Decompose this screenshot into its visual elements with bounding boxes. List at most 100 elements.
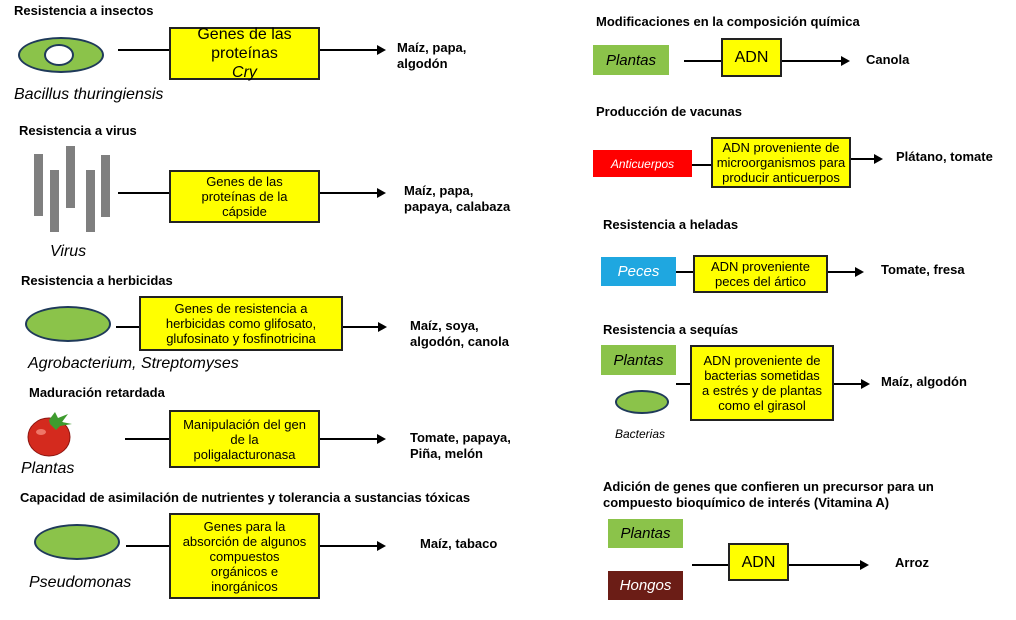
- virus-bar: [66, 146, 75, 208]
- gene-box-herbicide: Genes de resistencia a herbicidas como g…: [139, 296, 343, 351]
- heading-vaccine-production: Producción de vacunas: [596, 104, 742, 119]
- bacterium-ellipse: [615, 390, 669, 414]
- organism-label-pseudomonas: Pseudomonas: [29, 574, 132, 591]
- gene-box-line: cápside: [222, 204, 267, 219]
- gene-box-line: Manipulación del gen: [183, 416, 306, 432]
- gene-box-line: bacterias sometidas: [704, 368, 820, 383]
- bacterium-nucleus: [44, 44, 74, 66]
- gene-box-line: proteínas de la: [201, 189, 288, 204]
- arrow: [320, 434, 386, 444]
- dna-box: ADN: [721, 38, 782, 77]
- gene-box-line: orgánicos e: [210, 563, 279, 579]
- gene-box-line: glufosinato y fosfinotricina: [166, 331, 316, 346]
- result-line: papaya, calabaza: [404, 199, 511, 214]
- heading-frost-resistance: Resistencia a heladas: [603, 217, 739, 232]
- result-ripening: Tomate, papaya, Piña, melón: [410, 430, 511, 462]
- organism-label-bacillus: Bacillus thuringiensis: [14, 86, 164, 103]
- gene-box-line: ADN proveniente: [711, 259, 810, 274]
- result-line: Maíz, tabaco: [420, 536, 498, 551]
- gene-box-line: de la: [230, 431, 259, 447]
- connector-line: [118, 49, 170, 51]
- source-fish: Peces: [601, 257, 676, 286]
- arrow: [789, 560, 869, 570]
- gene-box-line: producir anticuerpos: [722, 170, 840, 185]
- result-insects: Maíz, papa, algodón: [397, 40, 466, 72]
- result-frost: Tomate, fresa: [881, 262, 965, 277]
- result-line: Piña, melón: [410, 446, 483, 461]
- gene-box-line: Genes de resistencia a: [174, 301, 308, 316]
- gene-box-line: Genes de las: [206, 174, 283, 189]
- result-line: Maíz, papa,: [397, 40, 467, 55]
- source-antibodies: Anticuerpos: [593, 150, 692, 177]
- bacterium-ellipse: [34, 524, 120, 560]
- bacterium-ellipse: [25, 306, 111, 342]
- connector-line: [692, 164, 712, 166]
- source-plants: Plantas: [601, 345, 676, 375]
- result-virus: Maíz, papa, papaya, calabaza: [404, 183, 510, 215]
- gene-box-line: peces del ártico: [714, 274, 807, 289]
- heading-chemical-modification: Modificaciones en la composición química: [596, 14, 860, 29]
- organism-label-agrobacterium: Agrobacterium, Streptomyses: [28, 355, 239, 372]
- organism-label-virus: Virus: [50, 243, 87, 260]
- arrow: [320, 188, 386, 198]
- gene-box-cry: Genes de las proteínas Cry: [169, 26, 320, 81]
- heading-delayed-ripening: Maduración retardada: [29, 385, 165, 400]
- gene-box-line: poligalacturonasa: [193, 446, 296, 462]
- heading-vitamin-a: Adición de genes que confieren un precur…: [603, 479, 934, 511]
- arrow: [343, 322, 387, 332]
- gene-box-line: Genes de las proteínas: [197, 26, 292, 62]
- result-drought: Maíz, algodón: [881, 374, 967, 389]
- result-line: algodón: [397, 56, 448, 71]
- arrow: [320, 45, 386, 55]
- virus-bar: [101, 155, 110, 217]
- result-nutrients: Maíz, tabaco: [420, 536, 497, 552]
- arrow: [320, 541, 386, 551]
- result-vitamin: Arroz: [895, 555, 929, 570]
- heading-nutrient-assimilation: Capacidad de asimilación de nutrientes y…: [20, 490, 471, 505]
- connector-line: [126, 545, 170, 547]
- arrow: [834, 379, 870, 389]
- gene-box-italic: Cry: [232, 64, 257, 81]
- gene-box-line: absorción de algunos: [182, 533, 307, 549]
- heading-line: Adición de genes que confieren un precur…: [603, 479, 934, 494]
- gene-box-polygalacturonase: Manipulación del gen de la poligalacturo…: [169, 410, 320, 468]
- result-line: Maíz, soya,: [410, 318, 479, 333]
- source-bacteria-label: Bacterias: [615, 427, 666, 441]
- dna-box-vaccine: ADN proveniente de microorganismos para …: [711, 137, 851, 188]
- virus-bar: [50, 170, 59, 232]
- heading-insect-resistance: Resistencia a insectos: [14, 3, 154, 18]
- connector-line: [676, 383, 691, 385]
- arrow: [851, 154, 883, 164]
- arrow: [828, 267, 864, 277]
- source-fungi: Hongos: [608, 571, 683, 600]
- gene-box-capsid: Genes de las proteínas de la cápside: [169, 170, 320, 223]
- heading-herbicide-resistance: Resistencia a herbicidas: [21, 273, 173, 288]
- virus-bar: [34, 154, 43, 216]
- gene-box-line: compuestos: [209, 548, 280, 564]
- connector-line: [125, 438, 170, 440]
- result-line: Maíz, papa,: [404, 183, 474, 198]
- result-vaccines: Plátano, tomate: [896, 149, 993, 164]
- arrow: [782, 56, 850, 66]
- heading-line: compuesto bioquímico de interés (Vitamin…: [603, 495, 890, 510]
- gene-box-line: microorganismos para: [716, 155, 846, 170]
- virus-bar: [86, 170, 95, 232]
- connector-line: [116, 326, 140, 328]
- connector-line: [676, 271, 694, 273]
- result-line: Tomate, papaya,: [410, 430, 511, 445]
- gene-box-line: ADN proveniente de: [722, 140, 840, 155]
- dna-box-frost: ADN proveniente peces del ártico: [693, 255, 828, 293]
- result-line: algodón, canola: [410, 334, 509, 349]
- gene-box-line: Genes para la: [203, 518, 286, 534]
- gene-box-line: a estrés y de plantas: [702, 383, 822, 398]
- organism-label-plants: Plantas: [21, 460, 75, 477]
- source-plants: Plantas: [593, 45, 669, 75]
- gene-box-line: herbicidas como glifosato,: [165, 316, 317, 331]
- tomato-icon: [27, 412, 72, 457]
- dna-box-drought: ADN proveniente de bacterias sometidas a…: [690, 345, 834, 421]
- gene-box-line: ADN proveniente de: [703, 353, 821, 368]
- heading-drought-resistance: Resistencia a sequías: [603, 322, 739, 337]
- source-plants: Plantas: [608, 519, 683, 548]
- result-chemical: Canola: [866, 52, 910, 67]
- bacterium-ellipse: [18, 37, 104, 73]
